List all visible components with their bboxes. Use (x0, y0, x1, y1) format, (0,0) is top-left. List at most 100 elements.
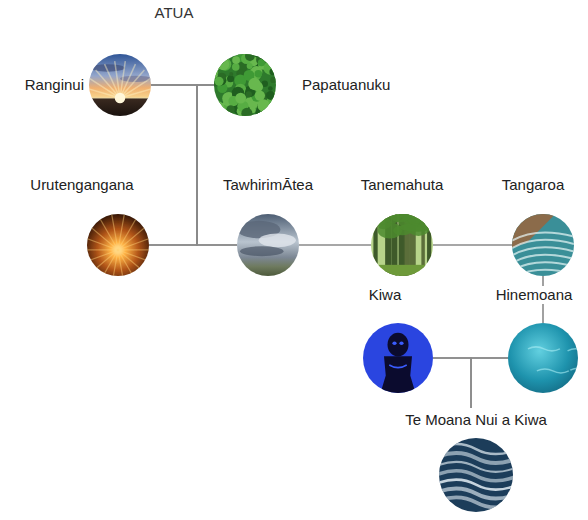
node-label-holder: Te Moana Nui a Kiwa (403, 411, 549, 429)
illustration-shape (381, 356, 416, 393)
illustration-shape (559, 214, 575, 230)
illustration-shape (118, 250, 126, 276)
illustration-shape (115, 93, 126, 104)
illustration-shape (528, 347, 560, 351)
illustration-shape (512, 214, 555, 248)
illustration-shape (512, 214, 574, 276)
atua-node: Hinemoana (508, 323, 578, 393)
node-label-holder: Papatuanuku (300, 76, 392, 94)
illustration-shape (87, 250, 118, 276)
illustration-shape (572, 336, 578, 340)
illustration-shape (439, 497, 513, 507)
illustration-shape (118, 249, 149, 250)
family-line (433, 358, 471, 408)
atua-node: TawhirimĀtea (237, 214, 299, 276)
illustration-shape (427, 214, 431, 276)
illustration-shape (89, 54, 151, 116)
illustration-shape (574, 376, 578, 380)
illustration-shape (258, 59, 265, 66)
atua-circle (363, 323, 433, 393)
node-label-holder: Ranginui (23, 76, 86, 94)
atua-node: Papatuanuku (214, 54, 276, 116)
atua-name: Papatuanuku (300, 76, 392, 94)
family-line (151, 85, 237, 245)
illustration-shape (269, 69, 276, 76)
atua-circle (87, 214, 149, 276)
illustration-shape (214, 97, 217, 102)
node-illustration (512, 214, 574, 276)
illustration-shape (226, 105, 235, 114)
illustration-shape (232, 56, 240, 64)
atua-name: TawhirimĀtea (221, 176, 315, 194)
illustration-shape (237, 214, 299, 276)
node-illustration (237, 214, 299, 276)
illustration-shape (399, 342, 403, 346)
illustration-shape (570, 368, 578, 372)
illustration-shape (537, 369, 569, 373)
illustration-shape (266, 91, 275, 100)
atua-node: Kiwa (363, 323, 433, 393)
atua-circle (512, 214, 574, 276)
illustration-shape (118, 235, 149, 250)
atua-circle (237, 214, 299, 276)
illustration-shape (240, 246, 283, 256)
diagram-title: ATUA (153, 4, 196, 22)
illustration-shape (115, 61, 120, 98)
family-line (433, 244, 512, 246)
atua-name: Tangaroa (500, 176, 567, 194)
illustration-shape (247, 63, 253, 69)
illustration-shape (392, 342, 396, 346)
node-label-holder: Tangaroa (500, 176, 567, 194)
node-illustration (89, 54, 151, 116)
atua-name: Urutengangana (28, 176, 135, 194)
atua-name: Tanemahuta (359, 176, 446, 194)
family-line (471, 358, 508, 408)
illustration-shape (568, 349, 578, 353)
family-line (149, 85, 214, 245)
atua-node: Urutengangana (87, 214, 149, 276)
illustration-shape (560, 326, 578, 330)
illustration-shape (219, 54, 225, 58)
illustration-shape (87, 250, 118, 265)
node-illustration (508, 323, 578, 393)
illustration-shape (257, 112, 265, 116)
illustration-shape (215, 110, 222, 116)
atua-node: Tangaroa (512, 214, 574, 276)
illustration-shape (373, 214, 377, 276)
illustration-shape (255, 90, 265, 100)
atua-circle (89, 54, 151, 116)
illustration-shape (508, 323, 578, 393)
illustration-shape (270, 77, 276, 83)
node-label-holder: Urutengangana (28, 176, 135, 194)
illustration-shape (118, 214, 140, 250)
atua-name: Hinemoana (494, 286, 575, 304)
illustration-shape (257, 99, 269, 111)
atua-name: Ranginui (23, 76, 86, 94)
illustration-shape (214, 101, 225, 115)
illustration-shape (214, 57, 222, 70)
node-illustration (214, 54, 276, 116)
illustration-shape (229, 72, 233, 76)
illustration-shape (232, 63, 239, 70)
node-illustration (439, 438, 513, 512)
node-illustration (87, 214, 149, 276)
atua-circle (508, 323, 578, 393)
illustration-shape (118, 250, 149, 276)
atua-node: Ranginui (89, 54, 151, 116)
illustration-shape (245, 54, 255, 61)
atua-node: Te Moana Nui a Kiwa (439, 438, 513, 512)
illustration-shape (214, 77, 223, 86)
node-illustration (363, 323, 433, 393)
illustration-shape (214, 54, 224, 62)
atua-circle (371, 214, 433, 276)
family-line (299, 244, 371, 246)
node-label-holder: Kiwa (367, 286, 404, 304)
node-label-holder: Tanemahuta (359, 176, 446, 194)
illustration-shape (363, 323, 433, 393)
illustration-shape (227, 75, 234, 82)
atua-circle (439, 438, 513, 512)
illustration-shape (388, 333, 409, 357)
illustration-shape (390, 214, 411, 222)
illustration-shape (246, 91, 252, 97)
